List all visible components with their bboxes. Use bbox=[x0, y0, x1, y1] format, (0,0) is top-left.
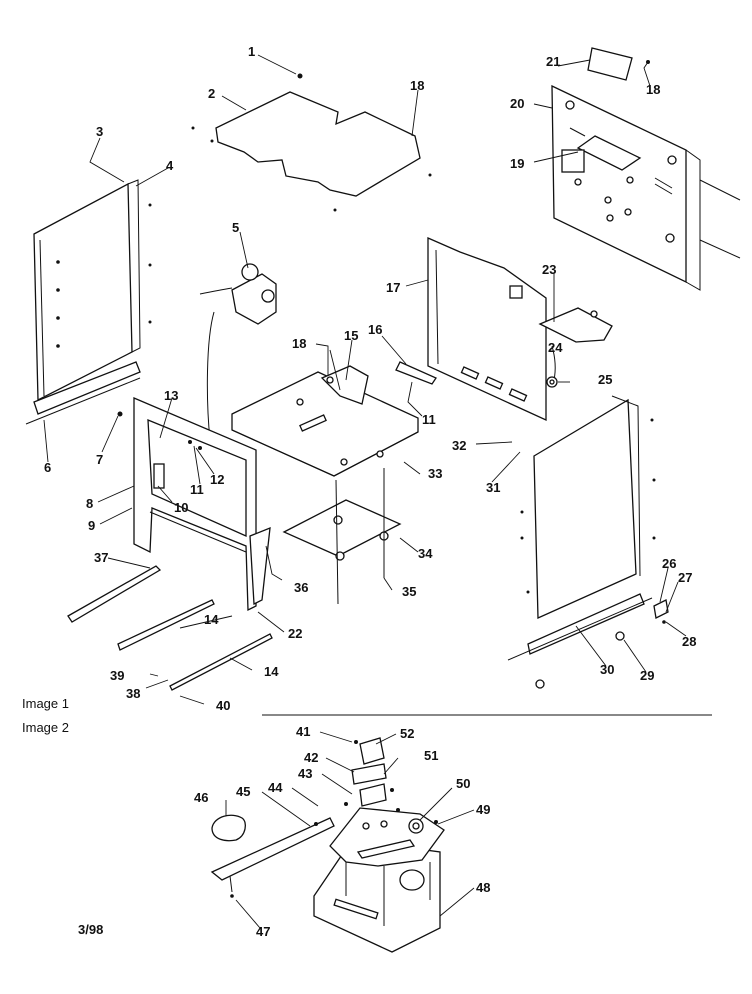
part-4-left-side-panel bbox=[25, 179, 152, 425]
callout-23: 23 bbox=[542, 262, 556, 277]
callout-11-rear: 11 bbox=[422, 412, 436, 427]
callout-48: 48 bbox=[476, 880, 490, 895]
callout-14-upper: 14 bbox=[204, 612, 219, 627]
part-46-knob bbox=[211, 814, 247, 842]
part-5-switch-assembly bbox=[199, 263, 277, 441]
caption-date: 3/98 bbox=[78, 922, 103, 937]
callout-labels: 1 2 3 4 5 6 7 8 9 10 11 11 12 13 14 14 1… bbox=[44, 44, 696, 939]
callout-1: 1 bbox=[248, 44, 255, 59]
callout-5: 5 bbox=[232, 220, 239, 235]
callout-3: 3 bbox=[96, 124, 103, 139]
part-2-top-plate bbox=[191, 73, 432, 212]
callout-50: 50 bbox=[456, 776, 470, 791]
callout-40: 40 bbox=[216, 698, 230, 713]
callout-43: 43 bbox=[298, 766, 312, 781]
callout-20: 20 bbox=[510, 96, 524, 111]
callout-29: 29 bbox=[640, 668, 654, 683]
callout-44: 44 bbox=[268, 780, 283, 795]
callout-18-floor: 18 bbox=[292, 336, 306, 351]
part-37-14-rails bbox=[67, 526, 273, 691]
leader-lines bbox=[43, 54, 687, 929]
callout-45: 45 bbox=[236, 784, 250, 799]
part-20-back-panel bbox=[551, 84, 741, 291]
callout-47: 47 bbox=[256, 924, 270, 939]
callout-49: 49 bbox=[476, 802, 490, 817]
callout-12: 12 bbox=[210, 472, 224, 487]
part-34-bottom-panel bbox=[282, 468, 402, 605]
callout-10: 10 bbox=[174, 500, 188, 515]
part-48-motor-housing bbox=[313, 839, 441, 953]
callout-6: 6 bbox=[44, 460, 51, 475]
part-6-7-hardware bbox=[117, 411, 123, 417]
part-41-43-switch-stack bbox=[344, 737, 400, 812]
callout-37: 37 bbox=[94, 550, 108, 565]
callout-31: 31 bbox=[486, 480, 500, 495]
callout-2: 2 bbox=[208, 86, 215, 101]
callout-4: 4 bbox=[166, 158, 174, 173]
part-50-motor-plate bbox=[329, 807, 445, 891]
callout-16: 16 bbox=[368, 322, 382, 337]
callout-11-front: 11 bbox=[190, 482, 204, 497]
callout-9: 9 bbox=[88, 518, 95, 533]
part-45-lever-arm bbox=[210, 817, 335, 898]
callout-52: 52 bbox=[400, 726, 414, 741]
callout-33: 33 bbox=[428, 466, 442, 481]
callout-30: 30 bbox=[600, 662, 614, 677]
callout-22: 22 bbox=[288, 626, 302, 641]
callout-24: 24 bbox=[548, 340, 563, 355]
callout-34: 34 bbox=[418, 546, 433, 561]
callout-19: 19 bbox=[510, 156, 524, 171]
callout-41: 41 bbox=[296, 724, 310, 739]
callout-18-back: 18 bbox=[646, 82, 660, 97]
callout-35: 35 bbox=[402, 584, 416, 599]
part-9-front-frame bbox=[133, 397, 257, 612]
part-17-right-inner-panel bbox=[395, 237, 547, 422]
callout-18-top: 18 bbox=[410, 78, 424, 93]
callout-42: 42 bbox=[304, 750, 318, 765]
callout-13: 13 bbox=[164, 388, 178, 403]
callout-15: 15 bbox=[344, 328, 358, 343]
callout-28: 28 bbox=[682, 634, 696, 649]
caption-image-1: Image 1 bbox=[22, 696, 69, 711]
part-21-bracket bbox=[587, 47, 650, 81]
part-23-bracket bbox=[538, 307, 613, 381]
callout-36: 36 bbox=[294, 580, 308, 595]
callout-51: 51 bbox=[424, 748, 438, 763]
callout-32: 32 bbox=[452, 438, 466, 453]
callout-27: 27 bbox=[678, 570, 692, 585]
callout-39: 39 bbox=[110, 668, 124, 683]
part-25-grommet bbox=[546, 376, 558, 388]
callout-17: 17 bbox=[386, 280, 400, 295]
callout-26: 26 bbox=[662, 556, 676, 571]
callout-25: 25 bbox=[598, 372, 612, 387]
part-26-27-clips bbox=[653, 599, 669, 624]
callout-38: 38 bbox=[126, 686, 140, 701]
callout-14-lower: 14 bbox=[264, 664, 279, 679]
callout-21: 21 bbox=[546, 54, 560, 69]
caption-image-2: Image 2 bbox=[22, 720, 69, 735]
callout-8: 8 bbox=[86, 496, 93, 511]
part-31-right-side-panel bbox=[507, 395, 656, 689]
callout-7: 7 bbox=[96, 452, 103, 467]
callout-46: 46 bbox=[194, 790, 208, 805]
part-33-oven-floor bbox=[231, 365, 419, 477]
